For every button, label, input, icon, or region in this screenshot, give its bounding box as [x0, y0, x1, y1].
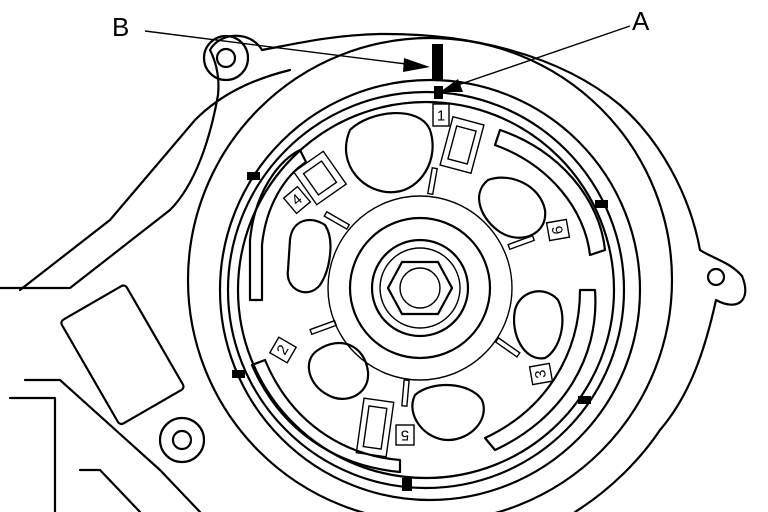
- rim-notch-right-upper: [595, 200, 608, 208]
- housing-inner-edge: [18, 68, 292, 292]
- hub-ring-inner: [370, 238, 470, 338]
- hub-ring-outer: [327, 195, 513, 381]
- arc-slot-right-lower: [483, 288, 597, 452]
- hub-slot-1: [426, 167, 439, 196]
- hub-slot-4: [309, 319, 338, 336]
- housing-bottom-edge: [8, 396, 57, 512]
- rim-notch-right-lower: [578, 396, 591, 404]
- hex-nut-bore: [399, 267, 441, 309]
- arrowhead-b: [403, 58, 430, 72]
- outer-ring-2: [218, 78, 642, 502]
- hub-ring-core: [379, 247, 461, 329]
- svg-text:2: 2: [274, 342, 293, 358]
- hub-slot-2: [323, 210, 351, 231]
- hole-left: [286, 218, 332, 294]
- block-top-right: [439, 115, 485, 175]
- hole-right: [512, 290, 564, 360]
- rim-notch-bottom: [402, 478, 412, 491]
- hub-slot-5: [494, 336, 521, 358]
- housing-slot: [78, 468, 142, 512]
- mark-3: 3: [528, 362, 554, 386]
- svg-text:6: 6: [549, 224, 567, 235]
- flywheel-rim-inner: [236, 100, 616, 480]
- block-bottom: [355, 397, 395, 458]
- hole-upper-right: [478, 176, 547, 239]
- leader-line-a: [454, 25, 631, 87]
- svg-text:3: 3: [532, 368, 550, 379]
- svg-text:5: 5: [401, 427, 409, 444]
- rim-notch-left-lower: [232, 370, 245, 378]
- arc-slot-right-upper: [493, 128, 607, 257]
- outer-ring-1: [186, 36, 674, 512]
- hub-slot-6: [401, 379, 410, 407]
- callout-b: B: [112, 12, 129, 42]
- timing-mark-a: [434, 86, 443, 99]
- arrowhead-a: [440, 79, 463, 92]
- callout-a: A: [632, 6, 650, 36]
- hex-nut: [386, 260, 454, 316]
- hole-top: [344, 111, 434, 194]
- arc-slot-bottom: [250, 358, 402, 474]
- mount-boss-top: [202, 34, 250, 82]
- svg-text:1: 1: [437, 108, 445, 125]
- mount-boss-bottom: [158, 416, 206, 464]
- mark-5: 5: [395, 424, 415, 446]
- rim-notch-left-upper: [247, 172, 260, 180]
- mark-1: 1: [432, 103, 450, 127]
- leader-line-b: [144, 30, 407, 65]
- mount-boss-right: [706, 267, 726, 287]
- housing-outline: [0, 32, 747, 512]
- hub-slot-3: [507, 234, 536, 251]
- arc-slot-left: [248, 148, 308, 302]
- hub-ring-mid: [348, 216, 492, 360]
- timing-mark-b: [432, 44, 443, 80]
- hole-bottom: [411, 383, 485, 442]
- flywheel-rim-outer: [226, 90, 626, 490]
- housing-lower-left: [23, 378, 202, 512]
- hole-lower-left: [307, 341, 370, 400]
- mark-6: 6: [545, 218, 571, 242]
- housing-window: [60, 284, 185, 426]
- mark-2: 2: [268, 336, 298, 364]
- block-left: [292, 150, 348, 206]
